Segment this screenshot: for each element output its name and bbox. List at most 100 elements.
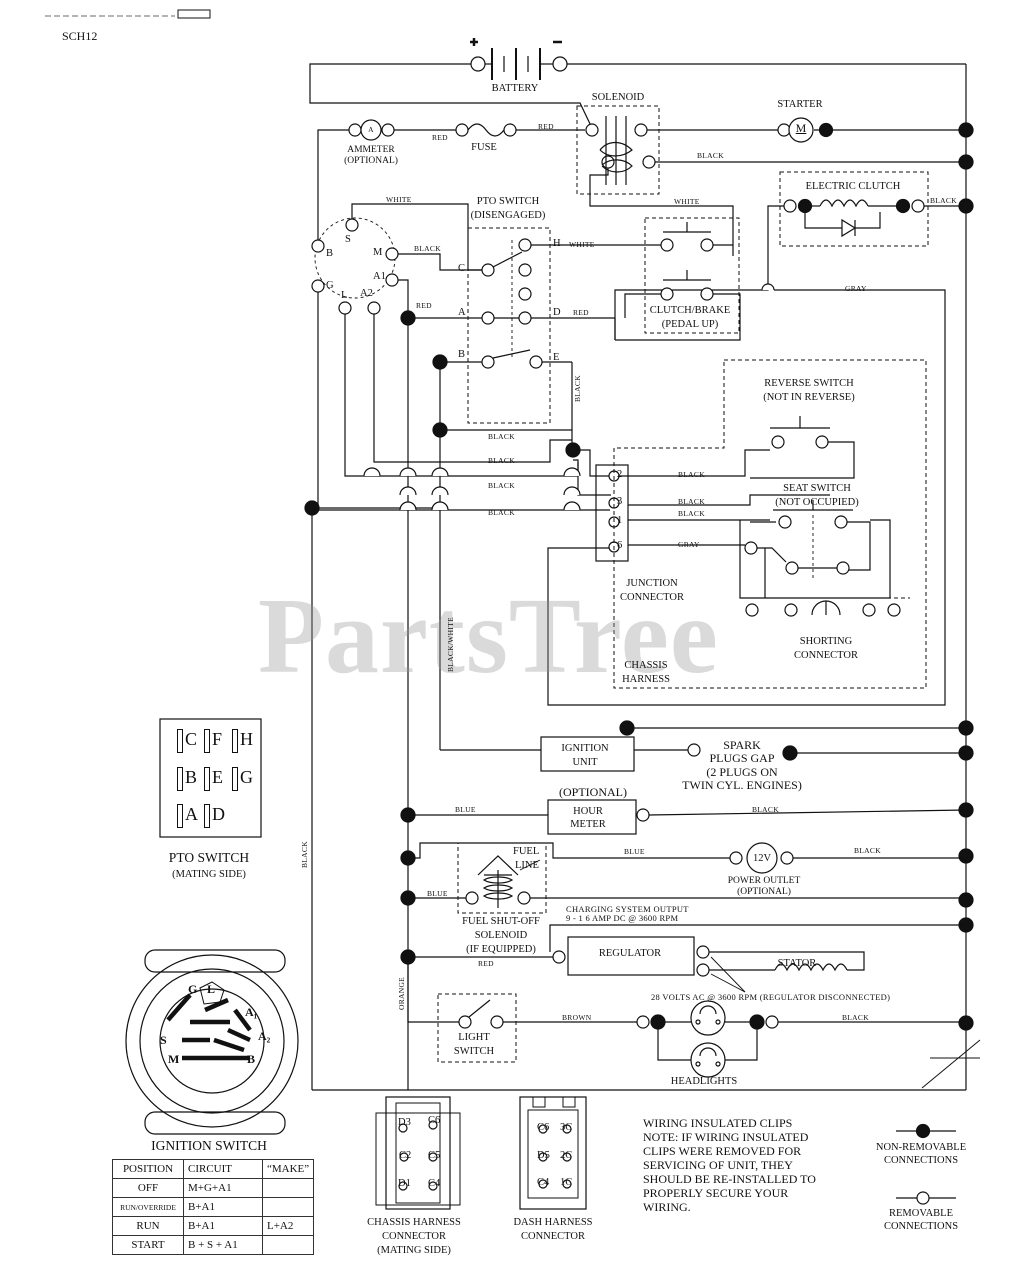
chassis-pin-c5: C5: [428, 1150, 441, 1161]
ignition-switch-title: IGNITION SWITCH: [151, 1138, 267, 1153]
wire-white-1: WHITE: [674, 197, 700, 206]
chassis-pin-c2: C2: [399, 1150, 412, 1161]
chassis-harness-label-2: CONNECTOR: [382, 1231, 446, 1242]
junction-pin-1: 1: [617, 515, 623, 526]
headlights-label: HEADLIGHTS: [670, 1076, 738, 1087]
dash-pin-4: 2C: [560, 1150, 573, 1161]
junction-pin-6: 6: [617, 540, 623, 551]
ign-terminal-m: M: [373, 247, 383, 258]
wire-blue-2: BLUE: [624, 847, 645, 856]
table-cell: [262, 1235, 315, 1255]
table-cell: RUN: [112, 1216, 184, 1236]
chassis-label: CHASSIS: [624, 660, 668, 671]
pto-mating-h: H: [232, 729, 253, 753]
ign-terminal-b: B: [326, 248, 334, 259]
chassis-pin-d1: D1: [398, 1178, 411, 1189]
wire-blue-1: BLUE: [455, 805, 476, 814]
wire-black-3: BLACK: [414, 244, 441, 253]
wire-black-2: BLACK: [930, 196, 957, 205]
dash-pin-5: C4: [537, 1177, 550, 1188]
wire-black-13: BLACK: [752, 805, 779, 814]
dash-harness-label-1: DASH HARNESS: [513, 1217, 593, 1228]
pto-switch-label: PTO SWITCH: [476, 196, 540, 207]
note-line-7: WIRING.: [643, 1200, 691, 1214]
pto-switch-sub-label: (DISENGAGED): [470, 210, 546, 221]
dash-pin-2: 3C: [560, 1122, 573, 1133]
light-switch-label-1: LIGHT: [458, 1032, 490, 1043]
regulator: [400, 924, 966, 993]
ignition-switch-face: [125, 949, 299, 1135]
wire-red-2: RED: [538, 122, 554, 131]
table-cell: B + S + A1: [183, 1235, 263, 1255]
seat-switch: [739, 500, 891, 599]
legend-removable-1: REMOVABLE: [889, 1208, 953, 1219]
spark-label-2: PLUGS GAP: [709, 751, 775, 765]
reverse-switch-label: REVERSE SWITCH: [764, 378, 854, 389]
reverse-switch: [750, 416, 855, 479]
volts28-label: 28 VOLTS AC @ 3600 RPM (REGULATOR DISCON…: [651, 992, 891, 1002]
table-header-row: POSITION CIRCUIT “MAKE”: [112, 1159, 315, 1179]
ign-face-a2: A₂: [258, 1029, 271, 1043]
pto-mating-box: [159, 718, 262, 838]
pto-mating-c: C: [177, 729, 197, 753]
right-bus: [958, 122, 974, 1031]
junction-connector: [595, 464, 629, 562]
pto-mating-e: E: [204, 767, 223, 791]
wire-brown: BROWN: [562, 1013, 592, 1022]
table-header: “MAKE”: [262, 1159, 315, 1179]
table-cell: [262, 1178, 315, 1198]
pto-mating-b: B: [177, 767, 197, 791]
legend-nonremovable-1: NON-REMOVABLE: [875, 1142, 967, 1153]
wire-blue-3: BLUE: [427, 889, 448, 898]
note-line-6: PROPERLY SECURE YOUR: [643, 1186, 789, 1200]
wire-black-8: BLACK: [488, 508, 515, 517]
dash-harness-connector: [519, 1096, 587, 1210]
wire-black-5: BLACK: [488, 432, 515, 441]
power-outlet-sub-label: (OPTIONAL): [737, 887, 791, 897]
table-row: OFF M+G+A1: [112, 1178, 315, 1198]
wire-black-1: BLACK: [697, 151, 724, 160]
wire-gray-1: GRAY: [845, 284, 867, 293]
fuel-line-label-1: FUEL: [513, 846, 540, 857]
model-code: SCH12: [62, 29, 98, 43]
ammeter-sub-label: (OPTIONAL): [344, 156, 398, 166]
wire-red-5: RED: [478, 959, 494, 968]
table-cell: L+A2: [262, 1216, 315, 1236]
harness-label: HARNESS: [622, 674, 670, 685]
note-line-4: SERVICING OF UNIT, THEY: [643, 1158, 793, 1172]
hour-meter-label-2: METER: [570, 819, 606, 830]
note-line-2: NOTE: IF WIRING INSULATED: [643, 1130, 809, 1144]
ignition-switch-symbol: [311, 203, 610, 511]
seat-switch-label: SEAT SWITCH: [783, 483, 851, 494]
wire-white-2: WHITE: [386, 195, 412, 204]
dash-pin-1: C6: [537, 1122, 550, 1133]
outlet-12v-symbol: 12V: [752, 853, 772, 864]
hour-meter: [400, 799, 967, 835]
ign-face-m: M: [168, 1052, 180, 1066]
spark-label-3: (2 PLUGS ON: [706, 765, 778, 779]
ign-face-l: L: [207, 982, 216, 996]
wire-black-15: BLACK: [842, 1013, 869, 1022]
legend-removable-2: CONNECTIONS: [883, 1221, 959, 1232]
table-header: CIRCUIT: [183, 1159, 263, 1179]
table-header: POSITION: [112, 1159, 184, 1179]
junction-pin-2: 2: [617, 469, 623, 480]
ign-face-a1: A₁: [245, 1005, 258, 1019]
ign-face-b: B: [247, 1052, 256, 1066]
ignition-unit: [440, 720, 966, 772]
wire-orange: ORANGE: [397, 976, 406, 1010]
table-cell: RUN/OVERRIDE: [112, 1197, 184, 1217]
pto-terminal-h: H: [553, 238, 561, 249]
ign-face-s: S: [160, 1033, 167, 1047]
starter-symbol: M: [795, 121, 807, 135]
fuel-shutoff-label-1: FUEL SHUT-OFF: [462, 916, 540, 927]
ign-terminal-g: G: [326, 280, 334, 291]
ammeter-label: AMMETER: [347, 145, 395, 155]
clutch-brake-sub-label: (PEDAL UP): [661, 319, 719, 330]
regulator-label: REGULATOR: [598, 948, 662, 959]
note-line-3: CLIPS WERE REMOVED FOR: [643, 1144, 802, 1158]
legend-nonremovable-2: CONNECTIONS: [883, 1155, 959, 1166]
table-cell: [262, 1197, 315, 1217]
table-row: START B + S + A1: [112, 1235, 315, 1255]
